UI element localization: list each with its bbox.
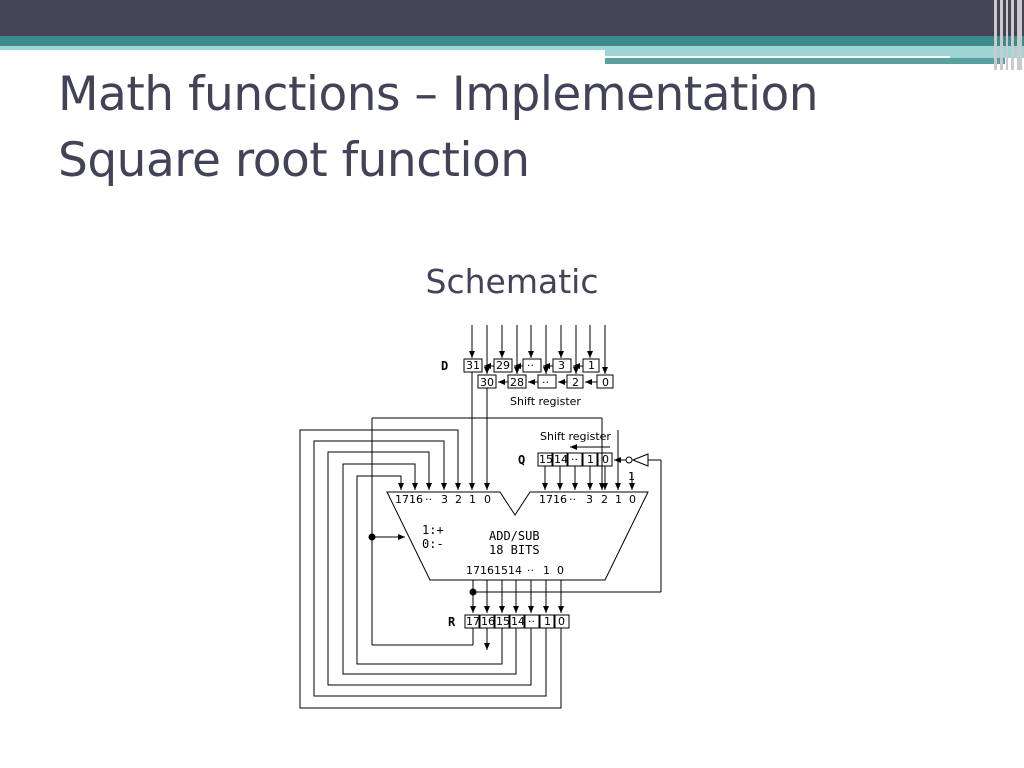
left-bit-1: 1 xyxy=(469,493,476,506)
d-cell-0: 0 xyxy=(602,376,609,389)
right-bit-3: 3 xyxy=(586,493,593,506)
q-cell-14: 14 xyxy=(554,453,568,466)
d-cell-1: 1 xyxy=(588,359,595,372)
shift-register-label-d: Shift register xyxy=(510,395,581,408)
out-bit-16: 16 xyxy=(480,564,494,577)
r-cell-17: 17 xyxy=(466,615,480,628)
out-bit-15: 15 xyxy=(494,564,508,577)
d-cell-28: 28 xyxy=(510,376,524,389)
q-cell-15: 15 xyxy=(539,453,553,466)
out-bit-14: 14 xyxy=(508,564,522,577)
header-accent-dark-right xyxy=(605,58,1005,64)
header-vertical-stripes xyxy=(992,0,1024,70)
q-cell-0: 0 xyxy=(602,453,609,466)
slide-title: Math functions – Implementation Square r… xyxy=(58,62,819,194)
out-bit-dots: ·· xyxy=(527,564,534,577)
junction-dot xyxy=(469,588,477,596)
r-cell-1: 1 xyxy=(544,615,551,628)
q-cell-dots: ·· xyxy=(571,453,578,466)
label-r: R xyxy=(448,615,456,629)
out-bit-0: 0 xyxy=(557,564,564,577)
header-accent-light-right xyxy=(605,46,1024,58)
left-bit-0: 0 xyxy=(484,493,491,506)
slide-title-line-2: Square root function xyxy=(58,133,530,188)
header-thin-line xyxy=(605,56,950,58)
right-bit-dots: ·· xyxy=(569,493,576,506)
adder-label-line-2: 18 BITS xyxy=(489,543,540,557)
out-bit-17: 17 xyxy=(466,564,480,577)
r-cell-0: 0 xyxy=(558,615,565,628)
slide-title-line-1: Math functions – Implementation xyxy=(58,67,819,122)
d-cell-2: 2 xyxy=(572,376,579,389)
constant-one: 1 xyxy=(628,470,635,483)
d-cell-30: 30 xyxy=(480,376,494,389)
left-bit-17: 17 xyxy=(395,493,409,506)
label-d: D xyxy=(441,359,448,373)
r-cell-15: 15 xyxy=(496,615,510,628)
out-bit-1: 1 xyxy=(543,564,550,577)
left-bit-dots: ·· xyxy=(425,493,432,506)
header-bar xyxy=(0,0,1024,36)
right-bit-17: 17 xyxy=(539,493,553,506)
left-bit-3: 3 xyxy=(441,493,448,506)
d-cell-3: 3 xyxy=(558,359,565,372)
left-bit-2: 2 xyxy=(455,493,462,506)
r-cell-14: 14 xyxy=(511,615,525,628)
d-cell-31: 31 xyxy=(466,359,480,372)
slide-subtitle: Schematic xyxy=(425,262,599,301)
label-q: Q xyxy=(518,453,525,467)
left-bit-16: 16 xyxy=(409,493,423,506)
q-cell-1: 1 xyxy=(587,453,594,466)
right-bit-0: 0 xyxy=(629,493,636,506)
shift-register-label-q: Shift register xyxy=(540,430,611,443)
junction-dot xyxy=(368,533,376,541)
right-bit-2: 2 xyxy=(601,493,608,506)
mode-sub-label: 0:- xyxy=(422,537,444,551)
right-bit-1: 1 xyxy=(615,493,622,506)
header-accent-stripe xyxy=(0,36,1024,46)
d-cell-29: 29 xyxy=(496,359,510,372)
right-bit-16: 16 xyxy=(553,493,567,506)
adder-label-line-1: ADD/SUB xyxy=(489,529,540,543)
r-cell-dots: ·· xyxy=(528,615,535,628)
header-accent-light-left xyxy=(0,46,605,50)
d-cell-dots: ·· xyxy=(527,359,534,372)
mode-add-label: 1:+ xyxy=(422,523,444,537)
r-cell-16: 16 xyxy=(481,615,495,628)
d-cell-dots-2: ·· xyxy=(542,376,549,389)
